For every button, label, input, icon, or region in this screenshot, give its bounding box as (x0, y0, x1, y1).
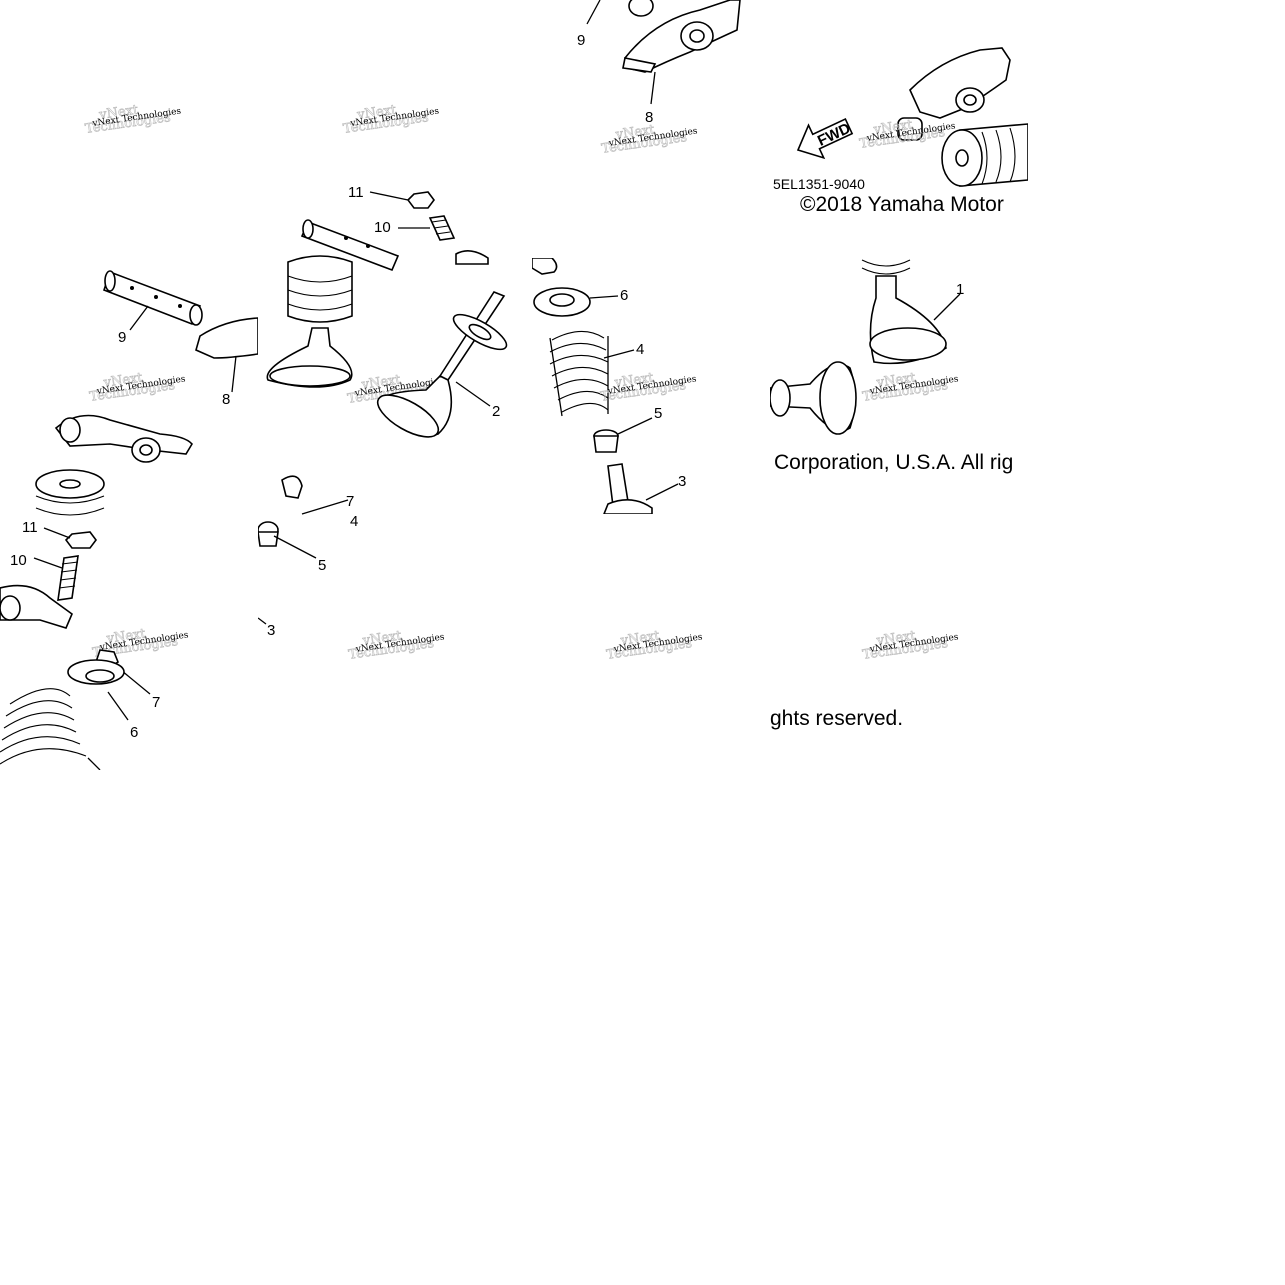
callout-3: 3 (267, 622, 275, 639)
callout-9: 9 (118, 329, 126, 346)
spring-retainer (67, 659, 125, 685)
valve-spring-upper (35, 469, 105, 516)
diagram-tile-top: 9 8 vNext Technologies vNext Technologie… (515, 0, 770, 258)
callout-5: 5 (654, 405, 662, 422)
callout-5: 5 (318, 557, 326, 574)
callout-9: 9 (577, 32, 585, 49)
spring-retainer (533, 287, 591, 317)
diagram-tile-center: 11 10 vNext Technologies vNext Technolog… (258, 180, 516, 692)
valve-spring (287, 255, 353, 323)
rocker-shaft (102, 270, 203, 326)
callout-11: 11 (348, 184, 364, 201)
diagram-tile-right: 1 vNext Technologies vNext Technologies … (770, 258, 1028, 514)
svg-text:vNext: vNext (613, 370, 655, 391)
callout-2: 2 (492, 403, 500, 420)
callout-6: 6 (620, 287, 628, 304)
part-code: 5EL1351-9040 (773, 176, 865, 192)
diagram-tile-left: 9 8 vNext Technologies vNext Technologie… (0, 258, 258, 770)
watermark: vNext Technologies vNext Technologies (605, 628, 703, 663)
svg-text:vNext: vNext (875, 370, 917, 391)
intake-valve-side (770, 361, 857, 435)
fwd-arrow: FWD (796, 118, 853, 160)
diagram-tile-top-right: FWD vNext Technologies vNext Technologie… (770, 0, 1028, 258)
svg-text:vNext: vNext (355, 102, 397, 123)
callout-8: 8 (645, 109, 653, 126)
watermark: vNext Technologies vNext Technologies (88, 370, 186, 405)
rocker-shaft (300, 219, 400, 272)
callout-11: 11 (22, 519, 38, 536)
callout-7: 7 (152, 694, 160, 711)
copyright-line-1: ©2018 Yamaha Motor (800, 193, 1004, 216)
valve-seal (593, 429, 619, 453)
valve-head (266, 327, 353, 388)
diagram-tile-lower-center: vNext Technologies vNext Technologies (516, 514, 770, 770)
watermark: vNext Technologies vNext Technologies (599, 370, 697, 405)
diagram-tile-lower-right: vNext Technologies vNext Technologies gh… (770, 514, 1028, 770)
diagram-tile-center-right: 6 4 vNext Technologies vNext Technologie… (532, 258, 770, 514)
svg-text:vNext: vNext (360, 372, 402, 393)
watermark: vNext Technologies vNext Technologies (861, 628, 959, 663)
svg-text:vNext: vNext (105, 626, 147, 647)
watermark: vNext Technologies vNext Technologies (600, 122, 698, 157)
adjusting-screw (57, 555, 79, 601)
callout-1: 1 (956, 281, 964, 298)
rocker-arm (54, 414, 193, 463)
copyright-line-2: Corporation, U.S.A. All rig (774, 451, 1014, 474)
callout-10: 10 (10, 552, 27, 569)
intake-valve (861, 259, 947, 365)
callout-6: 6 (130, 724, 138, 741)
svg-text:vNext: vNext (102, 370, 144, 391)
watermark-row-top: vNext Technologies vNext Technologies vN… (84, 102, 440, 137)
callout-3: 3 (678, 473, 686, 490)
callout-7: 7 (346, 493, 354, 510)
valve-spring-lower (0, 688, 87, 765)
valve-seal (258, 521, 279, 547)
callout-8: 8 (222, 391, 230, 408)
svg-text:vNext: vNext (619, 628, 661, 649)
callout-4: 4 (350, 513, 358, 530)
callout-4: 4 (636, 341, 644, 358)
valve-guide (603, 463, 653, 514)
svg-text:vNext: vNext (361, 628, 403, 649)
exhaust-valve (376, 291, 508, 438)
valve-spring (549, 330, 609, 417)
svg-text:vNext: vNext (97, 102, 139, 123)
copyright-line-3: ghts reserved. (770, 707, 904, 730)
svg-text:vNext: vNext (875, 628, 917, 649)
svg-text:vNext: vNext (872, 117, 914, 138)
watermark: vNext Technologies vNext Technologies (347, 628, 445, 663)
watermark: vNext Technologies vNext Technologies (861, 370, 959, 405)
callout-10: 10 (374, 219, 391, 236)
svg-text:vNext: vNext (614, 122, 656, 143)
